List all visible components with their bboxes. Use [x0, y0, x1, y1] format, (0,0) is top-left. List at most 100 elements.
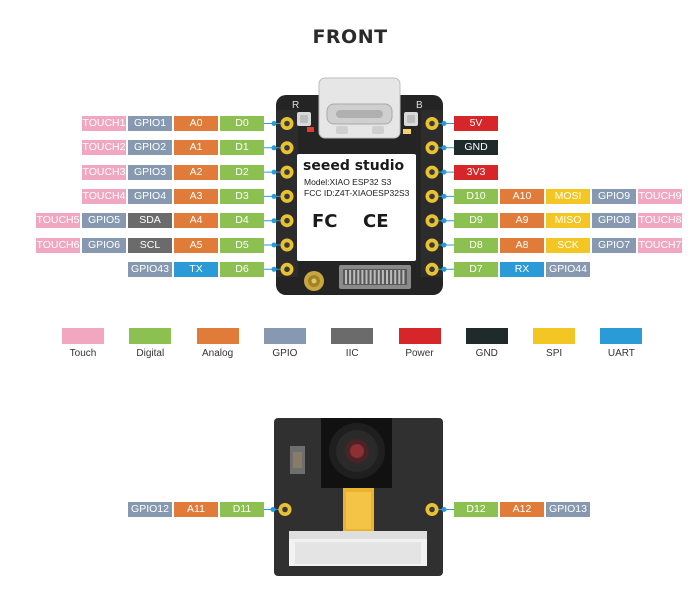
connector-dot-icon: [270, 507, 276, 512]
b2b-pin: [345, 270, 347, 284]
b2b-pin: [381, 270, 384, 284]
pin-label-touch1: TOUCH1: [82, 116, 126, 131]
pad-hole-icon: [429, 217, 435, 224]
b2b-pin: [398, 270, 401, 284]
legend-swatch-gpio: [263, 328, 306, 344]
connector-dot-icon: [271, 145, 277, 151]
pin-label-d10: D10: [454, 188, 498, 204]
pin-label-d0: D0: [220, 116, 264, 131]
legend-label-touch: Touch: [69, 348, 97, 359]
legend-swatch-power: [398, 328, 441, 344]
b2b-pin: [390, 270, 393, 284]
pad-hole-icon: [429, 193, 435, 200]
brand-logo-text: seeed studio: [303, 158, 405, 174]
connector-dot-icon: [441, 169, 447, 175]
ce-mark-icon: CE: [363, 211, 389, 232]
pin-label-touch5: TOUCH5: [36, 213, 80, 229]
b2b-pin: [369, 270, 372, 284]
pin-label-gpio44: GPIO44: [546, 261, 590, 277]
fc-mark-icon: FC: [312, 211, 338, 232]
pin-label-a0: A0: [174, 116, 218, 131]
legend-label-uart: UART: [607, 348, 635, 359]
pin-label-rx: RX: [500, 261, 544, 277]
pin-label-gpio9: GPIO9: [592, 188, 636, 204]
pin-label-touch3: TOUCH3: [82, 164, 126, 180]
pin-label-d7: D7: [454, 261, 498, 277]
legend-label-spi: SPI: [546, 348, 563, 359]
pin-label-touch9: TOUCH9: [638, 188, 682, 204]
pin-label-touch8: TOUCH8: [638, 213, 682, 229]
pad-hole-icon: [284, 193, 290, 200]
antenna-connector-icon: [304, 271, 324, 291]
pin-label-d8: D8: [454, 237, 498, 253]
rf-shield: [297, 154, 416, 261]
pin-label-touch7: TOUCH7: [638, 237, 682, 253]
pin-label-a11: A11: [174, 502, 218, 517]
pad-hole-icon: [284, 145, 290, 151]
b2b-pin: [394, 270, 397, 284]
pad-hole-icon: [429, 145, 435, 151]
pin-label-gpio3: GPIO3: [128, 164, 172, 180]
pin-label-touch6: TOUCH6: [36, 237, 80, 253]
pin-label-d4: D4: [220, 213, 264, 229]
pin-label-gpio8: GPIO8: [592, 213, 636, 229]
pin-label-a1: A1: [174, 140, 218, 156]
pin-label-gpio12: GPIO12: [128, 502, 172, 517]
pin-label-gpio4: GPIO4: [128, 188, 172, 204]
usb-c-connector-icon: [318, 77, 401, 139]
connector-dot-icon: [271, 121, 277, 126]
connector-dot-icon: [441, 145, 447, 151]
pin-label-gpio1: GPIO1: [128, 116, 172, 131]
legend-swatch-gnd: [465, 328, 508, 344]
pad-hole-icon: [429, 266, 435, 273]
reset-button-icon: [297, 112, 311, 126]
legend-label-gpio: GPIO: [272, 348, 298, 359]
legend-label-gnd: GND: [475, 348, 498, 359]
camera-flex-cable-icon: [343, 488, 374, 533]
pin-label-miso: MISO: [546, 213, 590, 229]
pin-label-mosi: MOSI: [546, 188, 590, 204]
pad-hole-icon: [284, 169, 290, 175]
pin-label-scl: SCL: [128, 237, 172, 253]
pin-label-a3: A3: [174, 188, 218, 204]
pin-label-gpio2: GPIO2: [128, 140, 172, 156]
pin-label-d2: D2: [220, 164, 264, 180]
pad-hole-icon: [284, 120, 290, 127]
camera-pads: [264, 503, 454, 516]
connector-dot-icon: [441, 266, 447, 272]
connector-dot-icon: [441, 507, 447, 512]
fpc-connector-icon: [289, 531, 427, 566]
connector-dot-icon: [271, 242, 277, 248]
pin-label-d9: D9: [454, 213, 498, 229]
pin-label-d11: D11: [220, 502, 264, 517]
legend-swatch-iic: [331, 328, 374, 344]
connector-dot-icon: [441, 218, 447, 224]
pin-label-gpio13: GPIO13: [546, 502, 590, 517]
pad-hole-icon: [429, 242, 435, 248]
pin-label-a9: A9: [500, 213, 544, 229]
connector-dot-icon: [271, 218, 277, 224]
pin-label-d6: D6: [220, 261, 264, 277]
b2b-pin: [357, 270, 360, 284]
b2b-pin: [386, 270, 388, 284]
model-text: Model:XIAO ESP32 S3: [304, 177, 392, 187]
b2b-pin: [377, 270, 380, 284]
pad-hole-icon: [429, 169, 435, 175]
pin-label-a12: A12: [500, 502, 544, 517]
pin-label-d3: D3: [220, 188, 264, 204]
b2b-pins: [345, 270, 405, 284]
pin-label-3v3: 3V3: [454, 164, 498, 180]
connector-dot-icon: [271, 169, 277, 175]
connector-dot-icon: [441, 242, 447, 248]
camera-chip-icon: [290, 446, 305, 474]
b2b-pin: [353, 270, 356, 284]
pin-label-gpio7: GPIO7: [592, 237, 636, 253]
fcc-id-text: FCC ID:Z4T-XIAOESP32S3: [304, 188, 410, 198]
pin-label-a5: A5: [174, 237, 218, 253]
legend-swatch-analog: [196, 328, 239, 344]
pin-label-a2: A2: [174, 164, 218, 180]
legend-label-power: Power: [405, 348, 434, 359]
connector-dot-icon: [271, 266, 277, 272]
